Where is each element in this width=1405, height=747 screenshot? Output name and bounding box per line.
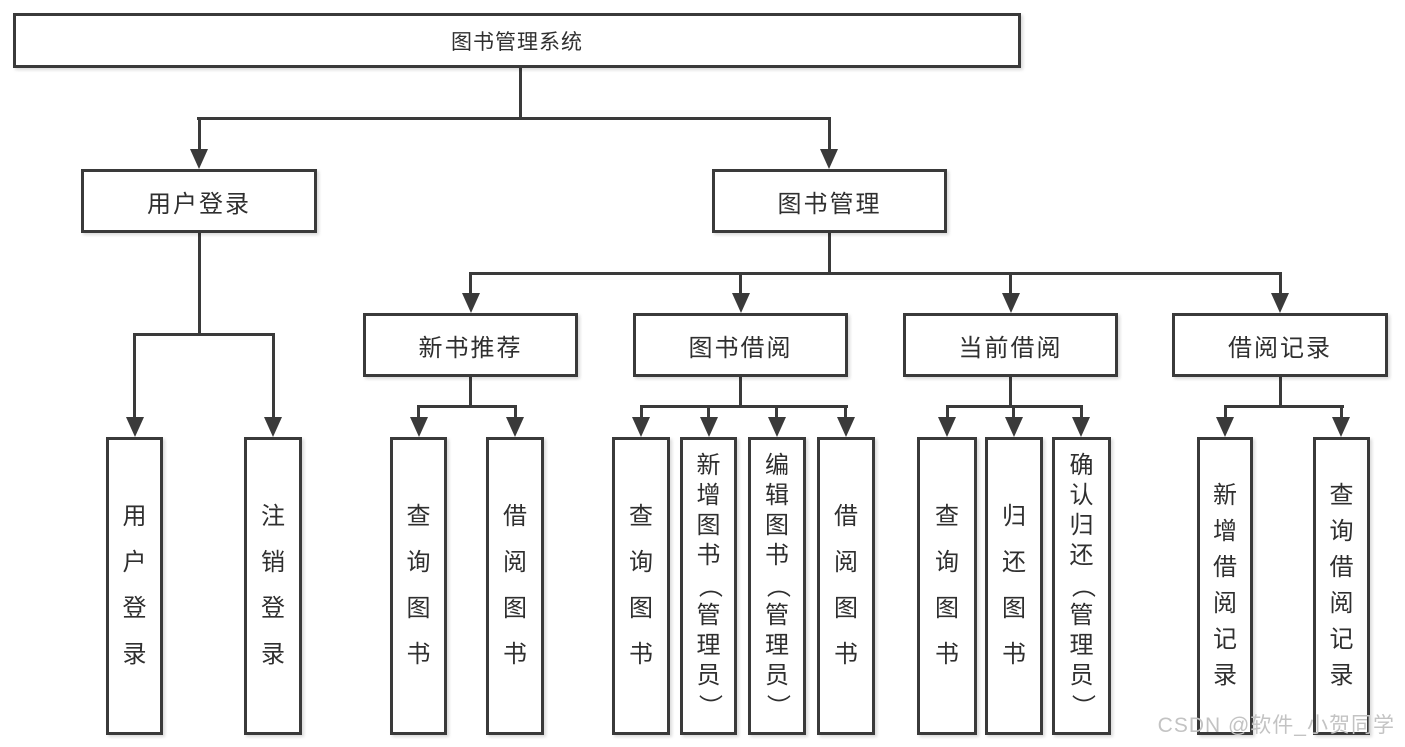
connector xyxy=(197,117,831,120)
leaf-label: 查询图书 xyxy=(406,503,431,668)
connector xyxy=(1224,405,1227,419)
arrow-down-icon xyxy=(768,417,786,437)
arrow-down-icon xyxy=(1332,417,1350,437)
connector xyxy=(1279,377,1282,408)
connector xyxy=(469,272,1282,275)
leaf-borrow-books-recommend: 借阅图书 xyxy=(486,437,544,735)
node-new-book-recommend: 新书推荐 xyxy=(363,313,578,377)
arrow-down-icon xyxy=(938,417,956,437)
leaf-label: 归还图书 xyxy=(1002,503,1026,668)
connector xyxy=(469,272,472,295)
arrow-down-icon xyxy=(1216,417,1234,437)
leaf-query-borrow-record: 查询借阅记录 xyxy=(1313,437,1370,735)
connector xyxy=(707,405,710,419)
leaf-query-books-borrow: 查询图书 xyxy=(612,437,670,735)
connector xyxy=(133,333,136,419)
connector xyxy=(1224,405,1344,408)
leaf-query-books-current: 查询图书 xyxy=(917,437,977,735)
leaf-label: 查询图书 xyxy=(629,503,653,668)
leaf-label: 查询图书 xyxy=(935,503,959,668)
connector xyxy=(775,405,778,419)
connector xyxy=(198,117,201,150)
leaf-label: 新增借阅记录 xyxy=(1213,482,1237,689)
leaf-label: 借阅图书 xyxy=(834,503,858,668)
leaf-label: 注销登录 xyxy=(261,503,285,668)
connector xyxy=(640,405,643,419)
arrow-down-icon xyxy=(837,417,855,437)
node-book-borrow: 图书借阅 xyxy=(633,313,848,377)
leaf-label: 借阅图书 xyxy=(503,503,527,668)
arrow-down-icon xyxy=(1005,417,1023,437)
connector xyxy=(272,333,275,419)
node-book-management: 图书管理 xyxy=(712,169,947,233)
node-current-borrow: 当前借阅 xyxy=(903,313,1118,377)
arrow-down-icon xyxy=(462,293,480,313)
leaf-query-books-recommend: 查询图书 xyxy=(390,437,447,735)
leaf-label: 编辑图书（管理员） xyxy=(764,452,791,719)
connector xyxy=(514,405,517,419)
connector xyxy=(417,405,420,419)
leaf-add-borrow-record: 新增借阅记录 xyxy=(1197,437,1253,735)
connector xyxy=(519,67,522,120)
connector xyxy=(1009,272,1012,295)
arrow-down-icon xyxy=(190,149,208,169)
leaf-label: 确认归还（管理员） xyxy=(1068,452,1096,719)
arrow-down-icon xyxy=(732,293,750,313)
connector xyxy=(739,272,742,295)
connector xyxy=(1340,405,1343,419)
connector xyxy=(640,405,848,408)
connector xyxy=(946,405,949,419)
arrow-down-icon xyxy=(264,417,282,437)
connector xyxy=(1009,377,1012,408)
leaf-confirm-return-admin: 确认归还（管理员） xyxy=(1052,437,1111,735)
leaf-return-books: 归还图书 xyxy=(985,437,1043,735)
arrow-down-icon xyxy=(1072,417,1090,437)
connector xyxy=(1080,405,1083,419)
arrow-down-icon xyxy=(1271,293,1289,313)
arrow-down-icon xyxy=(1002,293,1020,313)
connector xyxy=(469,377,472,408)
node-root-system: 图书管理系统 xyxy=(13,13,1021,68)
connector xyxy=(844,405,847,419)
arrow-down-icon xyxy=(126,417,144,437)
arrow-down-icon xyxy=(700,417,718,437)
connector xyxy=(198,233,201,336)
connector xyxy=(739,377,742,408)
arrow-down-icon xyxy=(410,417,428,437)
leaf-label: 查询借阅记录 xyxy=(1329,482,1354,689)
connector xyxy=(1279,272,1282,295)
leaf-borrow-books: 借阅图书 xyxy=(817,437,875,735)
arrow-down-icon xyxy=(506,417,524,437)
csdn-watermark: CSDN @软件_小贺同学 xyxy=(1157,714,1395,737)
node-borrow-records: 借阅记录 xyxy=(1172,313,1388,377)
arrow-down-icon xyxy=(632,417,650,437)
leaf-label: 新增图书（管理员） xyxy=(695,452,723,719)
leaf-label: 用户登录 xyxy=(122,503,147,668)
leaf-logout-login: 注销登录 xyxy=(244,437,302,735)
node-user-login: 用户登录 xyxy=(81,169,317,233)
leaf-add-books-admin: 新增图书（管理员） xyxy=(680,437,737,735)
connector xyxy=(133,333,275,336)
leaf-edit-books-admin: 编辑图书（管理员） xyxy=(748,437,806,735)
arrow-down-icon xyxy=(820,149,838,169)
connector xyxy=(1012,405,1015,419)
connector xyxy=(828,233,831,275)
connector xyxy=(417,405,517,408)
leaf-user-login: 用户登录 xyxy=(106,437,163,735)
connector xyxy=(828,117,831,150)
